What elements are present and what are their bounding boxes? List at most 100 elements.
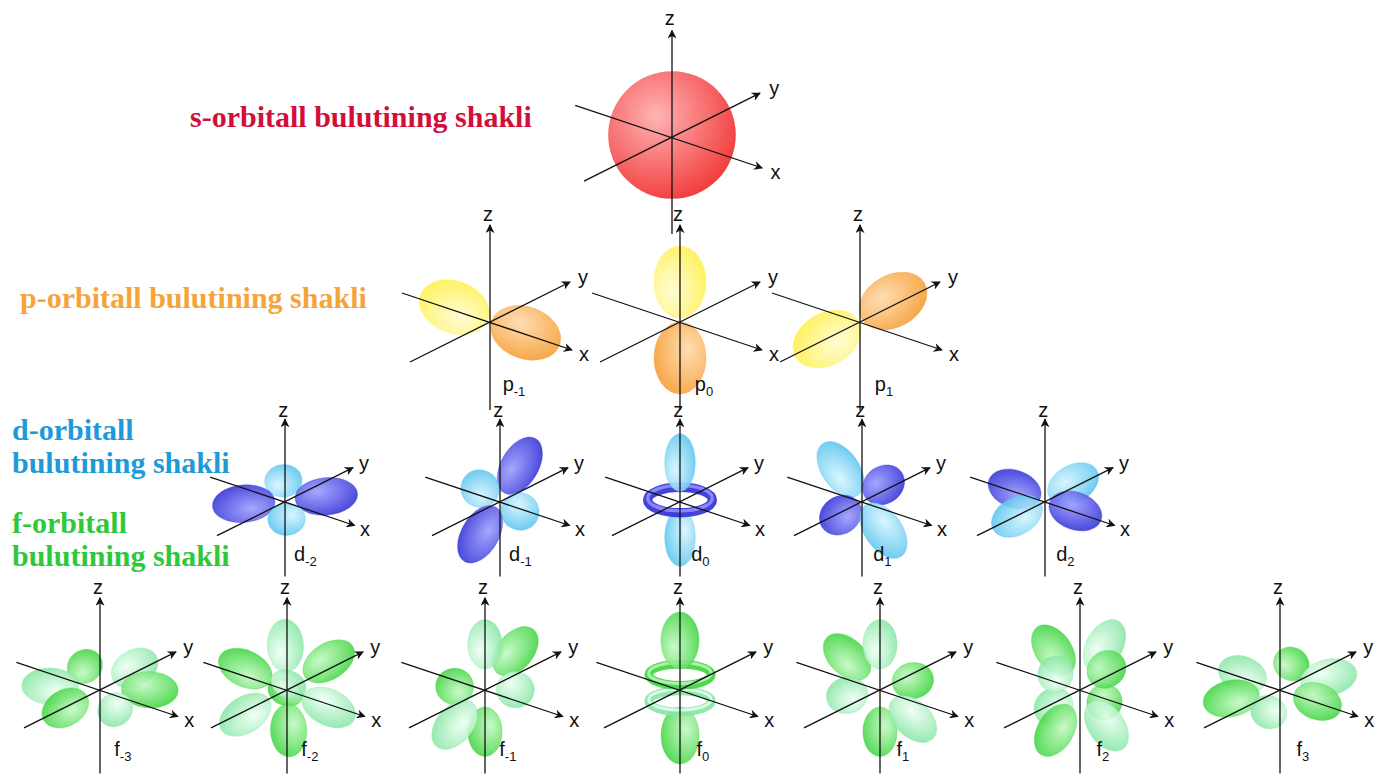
axis-label: y xyxy=(1119,453,1129,473)
axis-line xyxy=(16,662,178,716)
orbital-label: f2 xyxy=(1096,739,1109,759)
axis-line xyxy=(402,293,572,350)
orbital-figure xyxy=(402,225,572,410)
orbital-label: d1 xyxy=(873,544,891,564)
orbital-label: p-1 xyxy=(503,374,526,394)
axis-label: y xyxy=(568,637,578,657)
orbital-figure xyxy=(210,419,359,576)
axis-line xyxy=(1279,598,1280,774)
orbital-label: p1 xyxy=(875,374,893,394)
orbital-index: -1 xyxy=(514,384,526,399)
axis-label: y xyxy=(948,267,958,287)
orbital-lobe xyxy=(1026,697,1086,764)
axis-label: y xyxy=(370,637,380,657)
orbital-label: d-1 xyxy=(509,544,532,564)
orbital-label: f-1 xyxy=(499,739,516,759)
axis-label: x xyxy=(964,710,974,730)
axis-label: z xyxy=(1038,400,1048,420)
axis-line xyxy=(861,419,862,576)
orbital-label: f3 xyxy=(1296,739,1309,759)
orbital-figure xyxy=(996,598,1158,774)
orbital-lobe xyxy=(1080,643,1134,696)
orbital-figure xyxy=(401,598,563,774)
axis-label: z xyxy=(278,400,288,420)
axis-line xyxy=(484,598,485,774)
orbital-index: -2 xyxy=(305,554,317,569)
axis-label: z xyxy=(93,577,103,597)
orbital-lobe xyxy=(212,684,279,745)
orbital-index: 2 xyxy=(1102,748,1109,763)
axis-line xyxy=(996,662,1158,716)
axis-label: x xyxy=(575,519,585,539)
axis-label: x xyxy=(579,344,589,364)
orbital-index: -2 xyxy=(307,748,319,763)
orbital-figure xyxy=(575,31,762,235)
orbital-figure xyxy=(16,598,178,774)
orbital-figure xyxy=(592,225,762,410)
axis-label: x xyxy=(184,710,194,730)
axis-label: y xyxy=(754,453,764,473)
row-title: f-orbitall bulutining shakli xyxy=(12,506,252,572)
orbital-lobe xyxy=(855,457,913,513)
axis-line xyxy=(210,477,355,525)
axis-label: z xyxy=(673,204,683,224)
orbital-index: 2 xyxy=(1067,554,1074,569)
axis-label: z xyxy=(280,577,290,597)
axis-label: x xyxy=(1164,710,1174,730)
orbital-figure xyxy=(787,419,932,576)
orbital-lobe xyxy=(880,687,946,752)
orbital-lobe xyxy=(423,691,487,758)
orbital-lobe xyxy=(849,260,938,341)
axis-line xyxy=(671,31,672,235)
axis-line xyxy=(401,662,563,716)
axis-line xyxy=(679,225,680,410)
axis-label: x xyxy=(949,344,959,364)
axis-label: x xyxy=(769,344,779,364)
orbital-index: 0 xyxy=(702,554,709,569)
orbital-figure xyxy=(203,598,365,774)
orbital-lobe xyxy=(266,619,304,673)
orbital-lobe xyxy=(850,494,917,567)
axis-label: z xyxy=(853,204,863,224)
axis-line xyxy=(499,419,500,576)
axis-line xyxy=(970,477,1114,525)
axis-label: y xyxy=(359,453,369,473)
orbital-lobe xyxy=(483,296,568,369)
orbital-lobe xyxy=(35,680,96,736)
axis-label: x xyxy=(371,710,381,730)
axis-line xyxy=(859,225,860,410)
axis-line xyxy=(575,105,762,168)
axis-line xyxy=(605,477,750,525)
orbital-figure xyxy=(425,419,570,576)
orbital-lobe xyxy=(495,671,535,709)
axis-label: y xyxy=(1363,637,1373,657)
orbital-label: p0 xyxy=(695,374,713,394)
axis-label: y xyxy=(768,267,778,287)
axis-line xyxy=(425,477,570,525)
orbital-index: 1 xyxy=(886,384,893,399)
orbital-index: -1 xyxy=(520,554,532,569)
axis-label: z xyxy=(1273,577,1283,597)
axis-label: y xyxy=(1163,637,1173,657)
axis-line xyxy=(203,662,365,716)
orbital-lobe xyxy=(1288,676,1347,727)
orbital-label: d0 xyxy=(691,544,709,564)
axis-label: x xyxy=(1364,710,1374,730)
axis-line xyxy=(1044,419,1045,576)
axis-label: z xyxy=(483,204,493,224)
orbital-index: -1 xyxy=(505,748,517,763)
axis-label: z xyxy=(478,577,488,597)
orbital-figure xyxy=(772,225,942,410)
row-title: p-orbitall bulutining shakli xyxy=(20,281,367,314)
axis-label: x xyxy=(569,710,579,730)
axis-line xyxy=(1079,598,1080,774)
axis-label: x xyxy=(770,162,780,182)
axis-line xyxy=(592,293,762,350)
orbital-index: 1 xyxy=(902,748,909,763)
orbital-figure xyxy=(596,598,758,774)
orbital-index: 1 xyxy=(884,554,891,569)
orbital-index: 0 xyxy=(702,748,709,763)
orbital-lobe xyxy=(267,665,311,704)
axis-label: x xyxy=(360,519,370,539)
